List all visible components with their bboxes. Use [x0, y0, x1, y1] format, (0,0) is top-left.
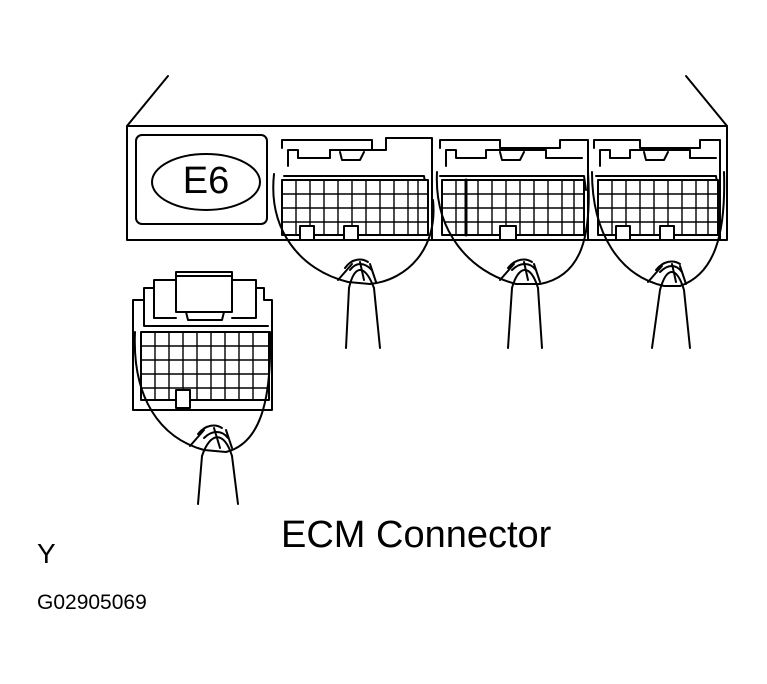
connector-code-oval	[151, 153, 261, 211]
ecm-connector-b	[435, 139, 590, 349]
harness-connector	[132, 271, 273, 505]
figure-code: G02905069	[37, 591, 147, 614]
view-letter: Y	[37, 538, 56, 569]
ecm-connector-a	[272, 137, 435, 349]
diagram-caption: ECM Connector	[281, 514, 552, 556]
connector-code-label: E6	[182, 160, 230, 202]
ecm-connector-c	[591, 139, 726, 349]
